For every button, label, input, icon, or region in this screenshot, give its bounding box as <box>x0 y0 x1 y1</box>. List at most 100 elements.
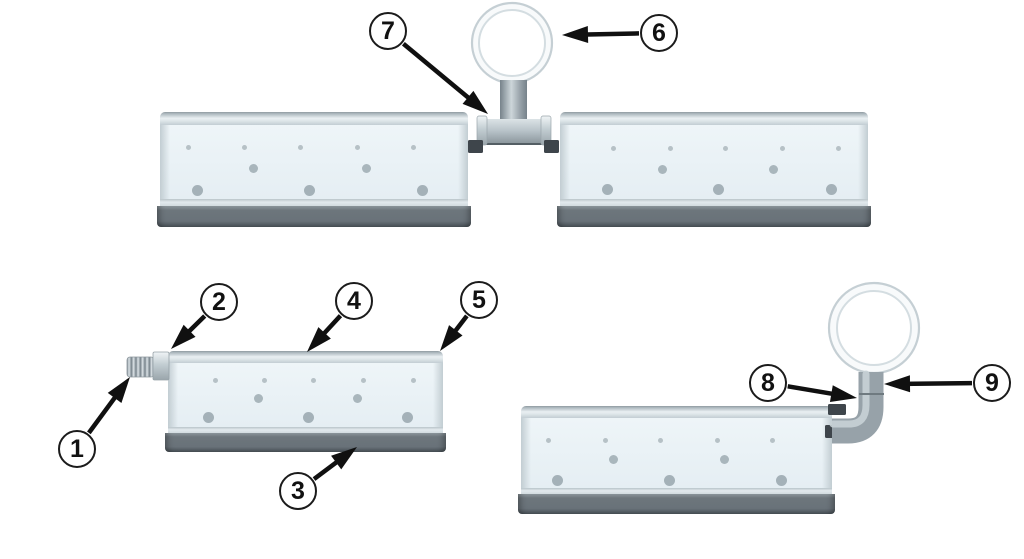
callout-arrow-2 <box>171 314 207 349</box>
spray-hole-dot <box>410 377 416 383</box>
bar-end-cap-right <box>458 125 468 199</box>
callout-6-number: 6 <box>652 18 666 47</box>
callout-9-number: 9 <box>985 368 999 397</box>
arrow-head <box>884 375 911 393</box>
bar-dark-base-strip <box>165 433 446 452</box>
bar-end-cap-left <box>168 363 178 427</box>
tee-body <box>484 119 543 143</box>
bar-end-cap-left <box>560 125 570 199</box>
tee-clamp-block <box>544 140 559 153</box>
spray-hole-dot <box>360 377 366 383</box>
callout-arrow-9 <box>884 375 973 393</box>
spray-hole-dot <box>191 184 203 196</box>
callout-3: 3 <box>279 472 317 510</box>
bar-end-cap-right <box>433 363 443 427</box>
callout-8-number: 8 <box>761 368 775 397</box>
bar-lower-rail <box>521 488 832 494</box>
arrow-head <box>562 25 589 43</box>
spray-hole-dot <box>401 411 413 423</box>
spray-hole-dot <box>354 144 360 150</box>
arrow-head <box>171 324 196 349</box>
spray-hole-dot <box>775 474 787 486</box>
spray-hole-dot <box>657 437 663 443</box>
top-right-bar <box>557 112 871 227</box>
spray-hole-dot <box>663 474 675 486</box>
arrow-shaft <box>87 390 121 435</box>
spray-hole-dot <box>212 377 218 383</box>
bar-lower-rail <box>168 427 443 433</box>
callout-arrow-1 <box>87 377 130 435</box>
callout-5: 5 <box>460 281 498 319</box>
callout-arrows <box>87 25 973 481</box>
tee-vertical-pipe <box>500 80 527 122</box>
arrow-head <box>462 90 488 114</box>
bar-end-cap-left <box>521 418 531 488</box>
spray-hole-dot <box>602 437 608 443</box>
callout-7: 7 <box>369 12 407 50</box>
callout-3-number: 3 <box>291 476 305 505</box>
top-left-bar <box>157 112 471 227</box>
callout-4: 4 <box>335 282 373 320</box>
hex-collar <box>152 351 170 381</box>
spray-hole-dot <box>601 183 613 195</box>
spray-hole-dot <box>241 144 247 150</box>
spray-hole-dot <box>712 183 724 195</box>
threaded-inlet-fitting <box>126 351 170 381</box>
callout-arrow-3 <box>312 447 357 481</box>
spray-hole-dot <box>610 145 616 151</box>
callout-arrow-7 <box>401 42 488 114</box>
spray-hole-dot <box>551 474 563 486</box>
bar-top-cap <box>160 112 468 125</box>
bar-dark-base-strip <box>557 206 871 227</box>
arrow-shaft <box>787 384 839 398</box>
bottom-right-bar <box>518 406 835 514</box>
callout-arrow-6 <box>562 25 640 43</box>
bar-end-cap-right <box>858 125 868 199</box>
callout-9: 9 <box>973 364 1011 402</box>
right-hanging-ring <box>827 281 921 375</box>
callout-1-number: 1 <box>70 434 84 463</box>
spray-hole-dot <box>253 393 263 403</box>
spray-hole-dot <box>202 411 214 423</box>
callout-arrow-4 <box>307 314 343 352</box>
callout-8: 8 <box>749 364 787 402</box>
callout-5-number: 5 <box>472 285 486 314</box>
spray-hole-dot <box>825 183 837 195</box>
elbow-fitting <box>825 370 884 444</box>
bar-top-cap <box>521 406 832 418</box>
elbow-pipe-highlight <box>829 370 870 428</box>
arrow-head <box>107 377 130 403</box>
bar-top-cap <box>560 112 868 125</box>
callout-2-number: 2 <box>212 287 226 316</box>
spray-hole-dot <box>352 393 362 403</box>
ring-inner-edge <box>836 290 912 366</box>
bottom-left-bar <box>165 351 446 452</box>
spray-hole-dot <box>261 377 267 383</box>
spray-hole-dot <box>416 184 428 196</box>
top-hanging-ring <box>470 1 554 85</box>
bar-lower-rail <box>160 199 468 206</box>
arrow-shaft <box>401 42 475 104</box>
callout-6: 6 <box>640 14 678 52</box>
tee-clamp-block <box>468 140 483 153</box>
callout-1: 1 <box>58 430 96 468</box>
arrow-head <box>331 447 357 470</box>
bar-dark-base-strip <box>518 494 835 514</box>
spray-hole-dot <box>657 164 667 174</box>
tee-fitting <box>468 80 559 153</box>
spray-hole-dot <box>779 145 785 151</box>
arrow-head <box>440 325 463 351</box>
arrow-head <box>307 327 331 352</box>
bar-top-cap <box>168 351 443 363</box>
spray-hole-dot <box>719 454 729 464</box>
spray-hole-dot <box>835 145 841 151</box>
bar-end-cap-left <box>160 125 170 199</box>
spray-hole-dot <box>302 411 314 423</box>
bar-end-cap-right <box>822 418 832 488</box>
spray-hole-dot <box>361 163 371 173</box>
spray-hole-dot <box>248 163 258 173</box>
arrow-shaft <box>580 31 640 37</box>
